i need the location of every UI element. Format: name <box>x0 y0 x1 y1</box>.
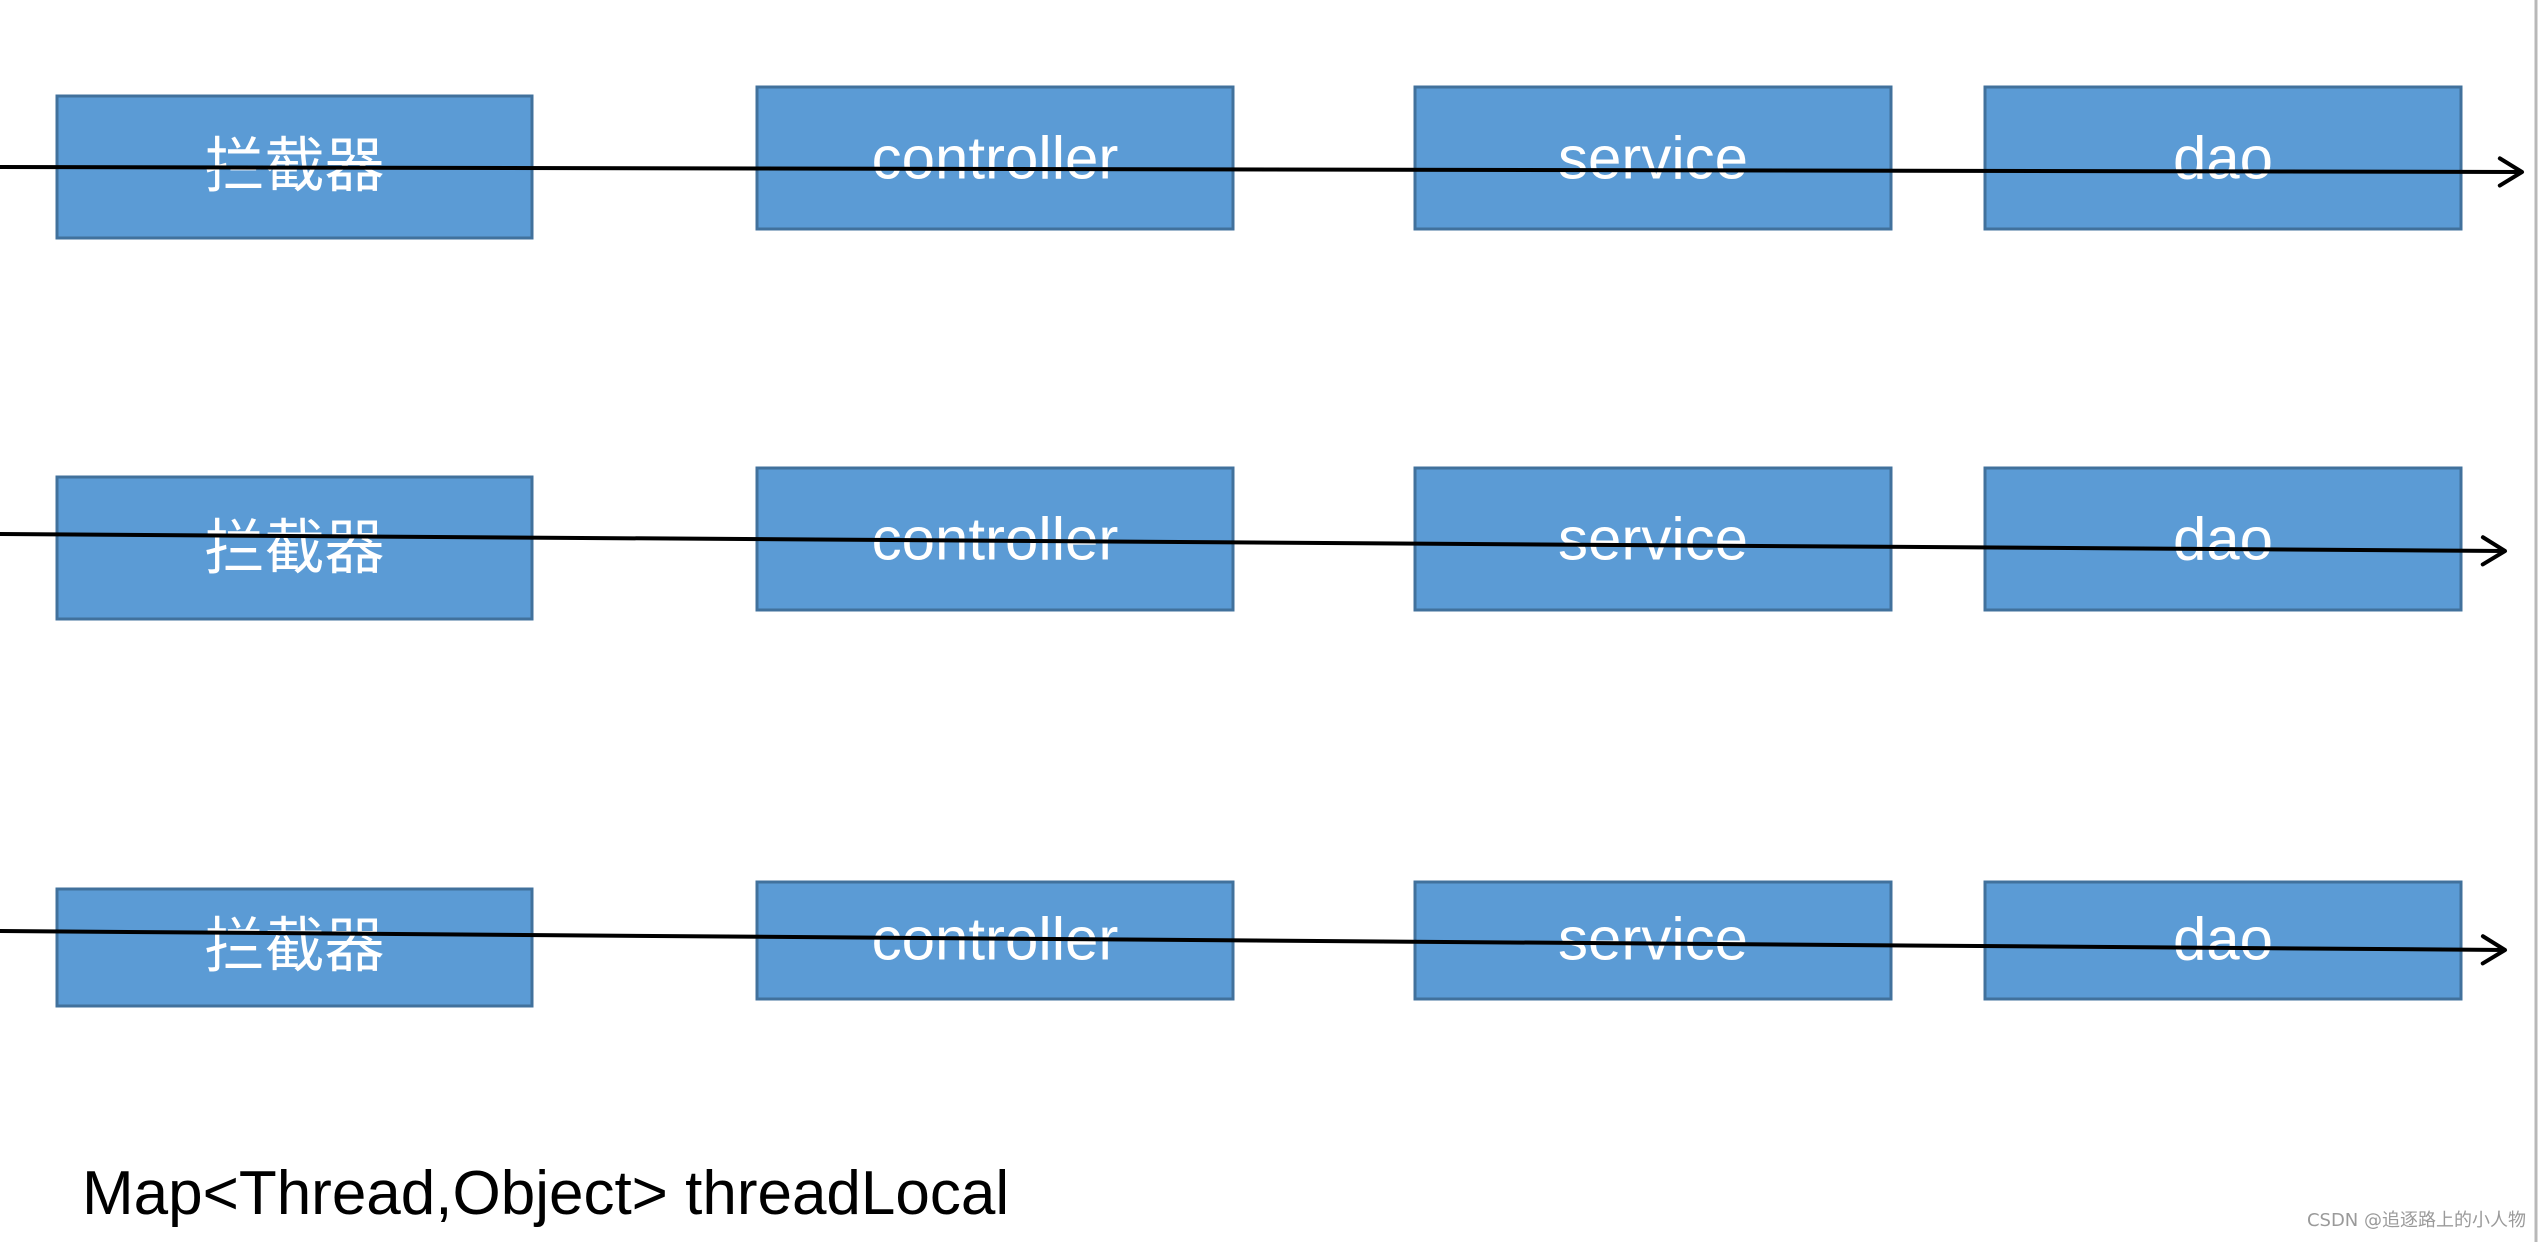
layer-box: dao <box>1983 85 2463 231</box>
layer-box-rect <box>1413 85 1893 231</box>
layer-box-label: service <box>1558 125 1748 192</box>
arrowhead <box>2497 156 2524 188</box>
arrowhead <box>2480 934 2507 966</box>
layer-box-rect <box>55 475 534 621</box>
layer-box: 拦截器 <box>55 887 534 1008</box>
layer-box-label: 拦截器 <box>205 515 385 582</box>
caption-text: Map<Thread,Object> threadLocal <box>82 1159 1010 1228</box>
flow-arrow-2 <box>0 532 2507 567</box>
layer-box-label: dao <box>2173 906 2273 973</box>
layer-box-rect <box>1983 466 2463 612</box>
layer-box: service <box>1413 466 1893 612</box>
layer-box: 拦截器 <box>55 475 534 621</box>
flow-arrow-3 <box>0 929 2507 966</box>
layer-box-label: 拦截器 <box>205 913 385 980</box>
layer-box-label: dao <box>2173 125 2273 192</box>
layer-box-rect <box>1983 85 2463 231</box>
layer-box-rect <box>755 85 1235 231</box>
arrowhead <box>2480 535 2507 567</box>
layer-box-rect <box>1983 880 2463 1001</box>
layer-box-rect <box>1413 466 1893 612</box>
arrow-shaft <box>0 532 2506 553</box>
arrow-shaft <box>0 929 2506 952</box>
layer-box-rect <box>55 887 534 1008</box>
layer-box: dao <box>1983 466 2463 612</box>
watermark-text: CSDN @追逐路上的小人物 <box>2306 1210 2526 1231</box>
layer-box-label: service <box>1558 506 1748 573</box>
layer-box-label: dao <box>2173 506 2273 573</box>
layer-box: service <box>1413 85 1893 231</box>
arrow-shaft <box>0 165 2523 174</box>
arrows-layer <box>0 156 2524 966</box>
layer-box-label: service <box>1558 906 1748 973</box>
layer-box: dao <box>1983 880 2463 1001</box>
layer-box: controller <box>755 85 1235 231</box>
layer-box-label: controller <box>872 125 1119 192</box>
flow-arrow-1 <box>0 156 2524 188</box>
